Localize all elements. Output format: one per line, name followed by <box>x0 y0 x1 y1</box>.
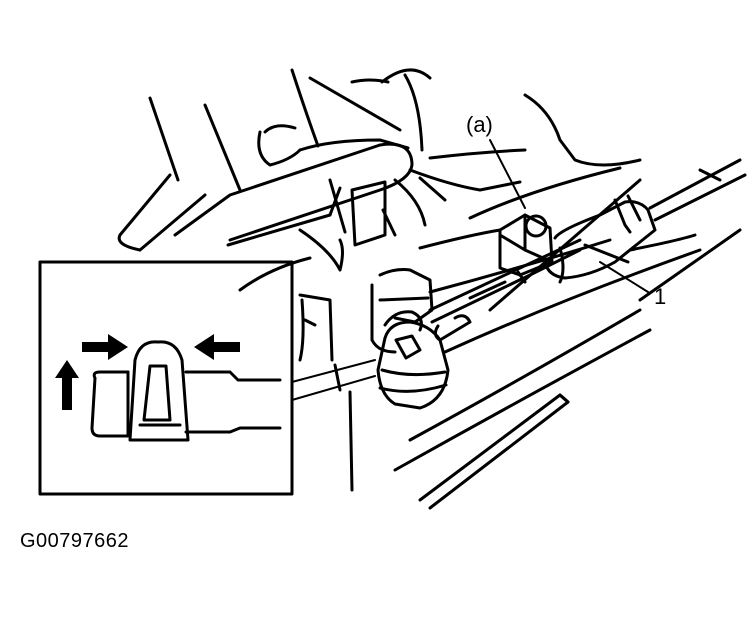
inset-frame <box>38 260 294 496</box>
background-structure <box>117 68 742 510</box>
push-arrows <box>55 334 240 410</box>
detail-inset <box>38 260 294 496</box>
cable-end-connector <box>370 268 450 410</box>
callout-1-label: 1 <box>654 284 666 309</box>
hand-illustration <box>173 124 414 242</box>
leader-lines <box>291 139 649 401</box>
callout-a-label: (a) <box>466 112 493 137</box>
figure-code: G00797662 <box>20 530 130 552</box>
cable-and-bracket <box>428 158 747 342</box>
arrow-up-icon <box>55 360 79 410</box>
arrow-right-icon <box>82 334 128 360</box>
arrow-left-icon <box>194 334 240 360</box>
